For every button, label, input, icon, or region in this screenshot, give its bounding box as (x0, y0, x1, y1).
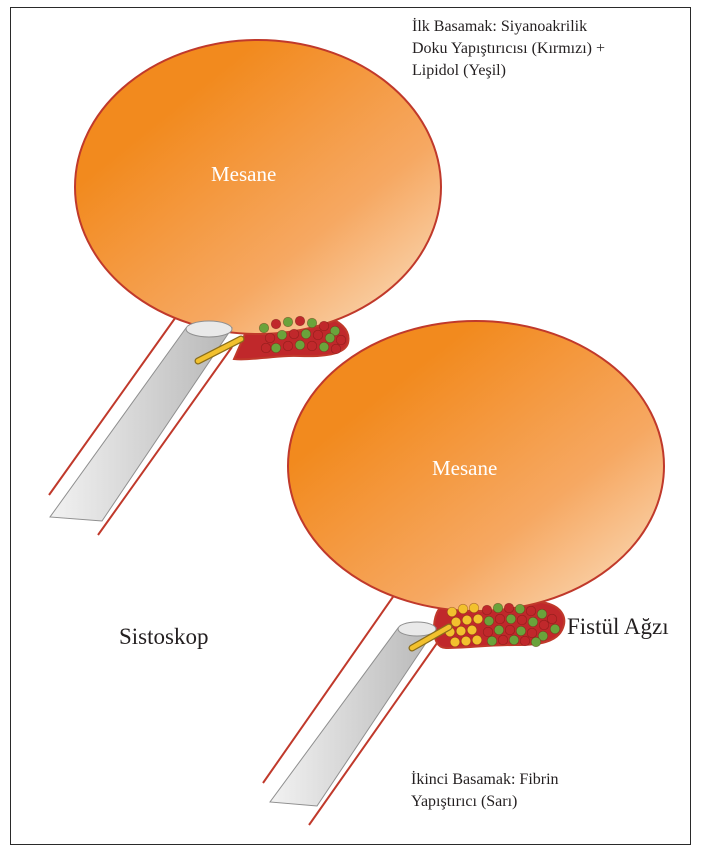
fibrin-dot (469, 603, 479, 613)
bladder-label-bottom: Mesane (432, 456, 497, 481)
glue-dot (265, 333, 275, 343)
bladder-label-top: Mesane (211, 162, 276, 187)
glue-dot (498, 635, 508, 645)
lipiodol-dot (319, 342, 329, 352)
lipiodol-dot (509, 635, 519, 645)
step-two-caption: İkinci Basamak: Fibrin Yapıştırıcı (Sarı… (411, 769, 559, 813)
lipiodol-dot (259, 323, 269, 333)
glue-dot (319, 321, 329, 331)
lipiodol-dot (301, 329, 311, 339)
lipiodol-dot (295, 340, 305, 350)
glue-dot (505, 625, 515, 635)
glue-dot (336, 335, 346, 345)
glue-dot (289, 329, 299, 339)
glue-dot (520, 636, 530, 646)
glue-dot (331, 344, 341, 354)
glue-dot (313, 330, 323, 340)
glue-dot (495, 614, 505, 624)
lipiodol-dot (494, 625, 504, 635)
lipiodol-dot (537, 609, 547, 619)
fibrin-dot (467, 625, 477, 635)
cystoscope (50, 321, 232, 521)
lipiodol-dot (277, 330, 287, 340)
lipiodol-dot (271, 343, 281, 353)
lipiodol-dot (516, 626, 526, 636)
glue-dot (526, 606, 536, 616)
lipiodol-dot (484, 616, 494, 626)
lipiodol-dot (506, 614, 516, 624)
fibrin-dot (456, 626, 466, 636)
lipiodol-dot (528, 617, 538, 627)
fibrin-dot (458, 604, 468, 614)
lipiodol-dot (307, 318, 317, 328)
glue-dot (283, 341, 293, 351)
glue-dot (482, 605, 492, 615)
bladder (75, 40, 441, 334)
glue-dot (261, 343, 271, 353)
cystoscope-label: Sistoskop (119, 623, 208, 651)
lipiodol-dot (515, 604, 525, 614)
glue-dot (539, 620, 549, 630)
fibrin-dot (472, 635, 482, 645)
glue-dot (307, 341, 317, 351)
glue-dot (527, 628, 537, 638)
lipiodol-dot (487, 636, 497, 646)
fibrin-dot (447, 607, 457, 617)
glue-dot (295, 316, 305, 326)
fibrin-dot (473, 614, 483, 624)
fibrin-dot (462, 615, 472, 625)
glue-dot (504, 603, 514, 613)
fistula-opening-label: Fistül Ağzı (567, 613, 669, 641)
glue-dot (517, 615, 527, 625)
glue-dot (483, 627, 493, 637)
step-one-caption: İlk Basamak: Siyanoakrilik Doku Yapıştır… (412, 16, 605, 82)
lipiodol-dot (550, 624, 560, 634)
lipiodol-dot (325, 333, 335, 343)
fibrin-dot (451, 617, 461, 627)
fibrin-dot (461, 636, 471, 646)
glue-dot (271, 319, 281, 329)
lipiodol-dot (283, 317, 293, 327)
lipiodol-dot (493, 603, 503, 613)
stage-two-illustration (263, 321, 664, 825)
fibrin-dot (450, 637, 460, 647)
glue-dot (547, 614, 557, 624)
lipiodol-dot (531, 637, 541, 647)
